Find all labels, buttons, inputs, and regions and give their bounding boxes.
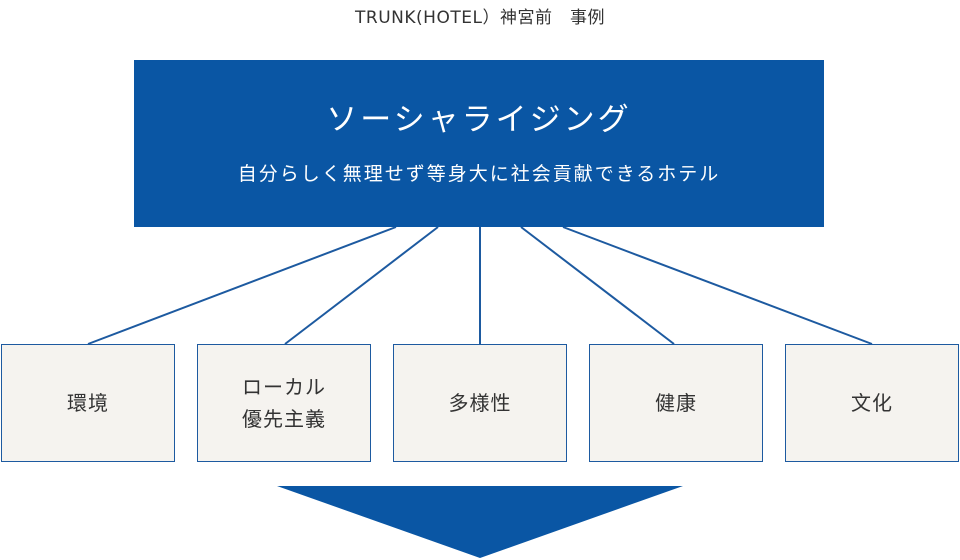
diagram-caption: TRUNK(HOTEL）神宮前 事例 bbox=[355, 8, 605, 28]
connector-line-5 bbox=[562, 226, 873, 345]
pillar-label-culture: 文化 bbox=[851, 391, 893, 415]
pillar-box-culture: 文化 bbox=[785, 344, 959, 462]
down-arrow-shape bbox=[277, 486, 683, 558]
pillar-box-health: 健康 bbox=[589, 344, 763, 462]
concept-title: ソーシャライジング bbox=[326, 102, 632, 138]
connector-line-1 bbox=[87, 226, 397, 345]
pillar-box-diversity: 多様性 bbox=[393, 344, 567, 462]
pillar-label-environment: 環境 bbox=[67, 391, 109, 415]
pillar-label-health: 健康 bbox=[655, 391, 697, 415]
connector-line-4 bbox=[520, 226, 675, 345]
pillar-label-diversity: 多様性 bbox=[448, 391, 512, 415]
pillar-box-environment: 環境 bbox=[1, 344, 175, 462]
concept-subtitle: 自分らしく無理せず等身大に社会貢献できるホテル bbox=[237, 163, 721, 185]
pillar-label-local-first: ローカル 優先主義 bbox=[242, 375, 326, 431]
concept-box: ソーシャライジング 自分らしく無理せず等身大に社会貢献できるホテル bbox=[134, 60, 824, 227]
pillar-box-local-first: ローカル 優先主義 bbox=[197, 344, 371, 462]
connector-line-2 bbox=[284, 226, 439, 345]
